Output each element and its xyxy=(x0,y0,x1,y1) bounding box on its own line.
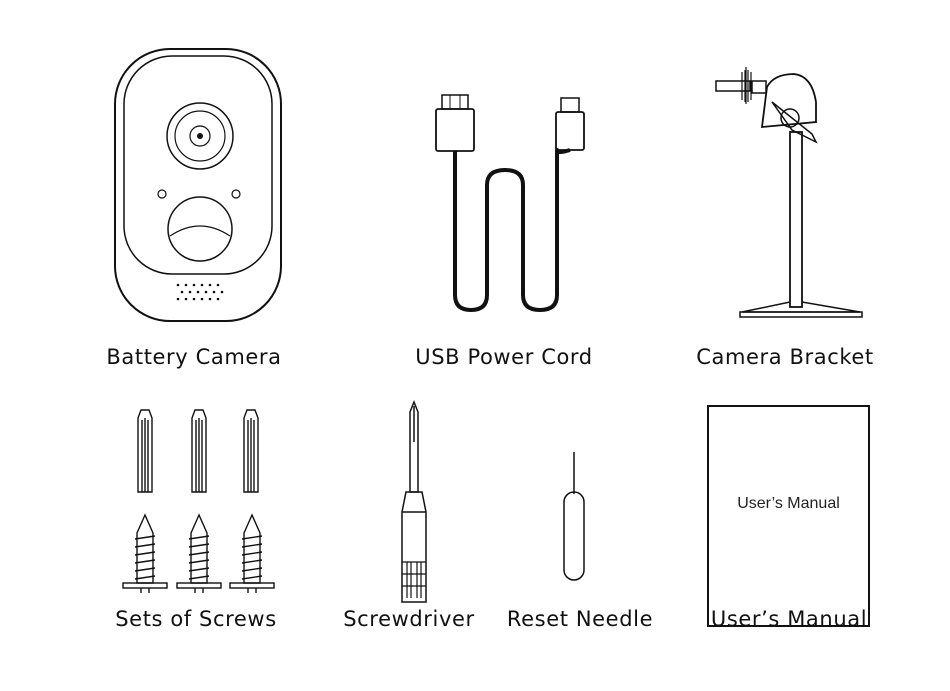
screwdriver-icon xyxy=(401,399,427,603)
screws-label: Sets of Screws xyxy=(115,607,277,631)
battery-camera-label: Battery Camera xyxy=(106,345,282,369)
users-manual-label: User’s Manual xyxy=(710,607,868,631)
reset-needle-icon xyxy=(563,452,585,581)
manual-cover-text: User’s Manual xyxy=(737,495,840,512)
battery-camera-icon xyxy=(114,48,282,322)
reset-needle-label: Reset Needle xyxy=(506,607,654,631)
camera-bracket-icon xyxy=(715,67,863,318)
usb-power-cord-icon xyxy=(435,94,585,312)
users-manual-icon: User’s Manual xyxy=(707,405,870,627)
screws-icon xyxy=(122,409,275,593)
usb-power-cord-label: USB Power Cord xyxy=(415,345,593,369)
screwdriver-label: Screwdriver xyxy=(343,607,475,631)
camera-bracket-label: Camera Bracket xyxy=(696,345,874,369)
